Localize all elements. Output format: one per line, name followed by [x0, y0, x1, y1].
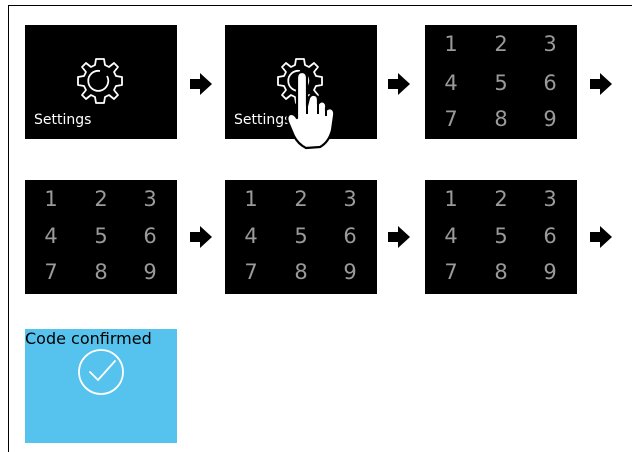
settings-label: Settings	[34, 112, 92, 128]
key-4[interactable]: 4	[244, 224, 258, 248]
key-9[interactable]: 9	[543, 107, 557, 131]
key-2[interactable]: 2	[294, 187, 308, 211]
key-3[interactable]: 3	[543, 187, 557, 211]
diagram-frame	[8, 5, 632, 452]
keypad: 1 2 3 4 5 6 7 8 9	[225, 180, 377, 294]
key-8[interactable]: 8	[494, 107, 508, 131]
arrow-right-icon	[388, 226, 410, 248]
key-4[interactable]: 4	[444, 71, 458, 95]
key-1[interactable]: 1	[444, 187, 458, 211]
key-6[interactable]: 6	[143, 224, 157, 248]
key-4[interactable]: 4	[444, 224, 458, 248]
key-9[interactable]: 9	[543, 260, 557, 284]
key-5[interactable]: 5	[494, 224, 508, 248]
tap-hand-icon	[286, 70, 336, 150]
key-7[interactable]: 7	[44, 260, 58, 284]
code-confirmed-screen: Code confirmed	[25, 329, 177, 443]
key-7[interactable]: 7	[244, 260, 258, 284]
key-5[interactable]: 5	[94, 224, 108, 248]
code-confirmed-label: Code confirmed	[25, 329, 152, 348]
key-4[interactable]: 4	[44, 224, 58, 248]
key-1[interactable]: 1	[244, 187, 258, 211]
key-6[interactable]: 6	[343, 224, 357, 248]
arrow-right-icon	[190, 226, 212, 248]
keypad: 1 2 3 4 5 6 7 8 9	[425, 25, 577, 139]
key-2[interactable]: 2	[494, 32, 508, 56]
key-3[interactable]: 3	[143, 187, 157, 211]
key-6[interactable]: 6	[543, 224, 557, 248]
keypad: 1 2 3 4 5 6 7 8 9	[25, 180, 177, 294]
key-5[interactable]: 5	[294, 224, 308, 248]
key-8[interactable]: 8	[294, 260, 308, 284]
arrow-right-icon	[190, 73, 212, 95]
key-7[interactable]: 7	[444, 260, 458, 284]
key-3[interactable]: 3	[343, 187, 357, 211]
key-7[interactable]: 7	[444, 107, 458, 131]
settings-label: Settings	[234, 112, 292, 128]
keypad: 1 2 3 4 5 6 7 8 9	[425, 180, 577, 294]
arrow-right-icon	[590, 226, 612, 248]
key-5[interactable]: 5	[494, 71, 508, 95]
settings-screen: Settings	[25, 25, 177, 139]
key-8[interactable]: 8	[494, 260, 508, 284]
checkmark-circle-icon	[78, 349, 124, 395]
key-9[interactable]: 9	[343, 260, 357, 284]
key-1[interactable]: 1	[444, 32, 458, 56]
keypad-screen: 1 2 3 4 5 6 7 8 9	[425, 25, 577, 139]
gear-icon	[77, 58, 123, 104]
key-9[interactable]: 9	[143, 260, 157, 284]
arrow-right-icon	[590, 73, 612, 95]
key-2[interactable]: 2	[94, 187, 108, 211]
keypad-screen: 1 2 3 4 5 6 7 8 9	[225, 180, 377, 294]
key-6[interactable]: 6	[543, 71, 557, 95]
key-1[interactable]: 1	[44, 187, 58, 211]
arrow-right-icon	[388, 73, 410, 95]
key-8[interactable]: 8	[94, 260, 108, 284]
key-3[interactable]: 3	[543, 32, 557, 56]
key-2[interactable]: 2	[494, 187, 508, 211]
keypad-screen: 1 2 3 4 5 6 7 8 9	[425, 180, 577, 294]
keypad-screen: 1 2 3 4 5 6 7 8 9	[25, 180, 177, 294]
